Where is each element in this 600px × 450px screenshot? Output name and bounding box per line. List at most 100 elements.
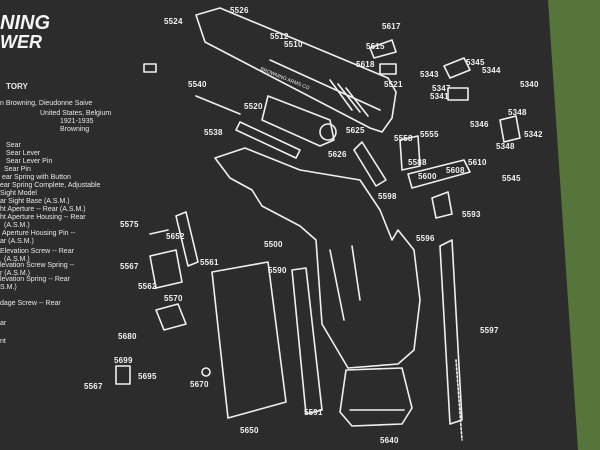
legend-item: levation Spring -- Rear — [0, 276, 71, 283]
mainspring-rod — [439, 239, 463, 425]
part-5562 — [149, 249, 183, 289]
part-label-5562: 5562 — [138, 282, 157, 291]
legend-item: r (A.S.M.) — [0, 270, 30, 277]
legend-item: ht Aperture Housing -- Rear — [0, 214, 86, 221]
part-5618 — [379, 63, 397, 75]
part-5570 — [155, 303, 187, 331]
legend-item: (A.S.M.) — [4, 256, 30, 263]
legend-item: ht Aperture -- Rear (A.S.M.) — [0, 206, 86, 213]
part-label-5520: 5520 — [244, 102, 263, 111]
legend-item: levation Screw Spring -- — [0, 262, 75, 269]
part-label-5341: 5341 — [430, 92, 449, 101]
part-label-5699: 5699 — [114, 356, 133, 365]
part-label-5567: 5567 — [120, 262, 139, 271]
part-5670 — [201, 367, 211, 377]
legend-item: Elevation Screw -- Rear — [0, 248, 74, 255]
part-label-5626: 5626 — [328, 150, 347, 159]
part-label-5348: 5348 — [496, 142, 515, 151]
legend-item: ar Sight Base (A.S.M.) — [0, 198, 70, 205]
history-years: 1921-1935 — [60, 118, 94, 125]
part-label-5512: 5512 — [270, 32, 289, 41]
legend-item: (A.S.M.) — [4, 222, 30, 229]
grip-panel-left — [211, 261, 287, 419]
part-label-5695: 5695 — [138, 372, 157, 381]
legend-item: Sear Pin — [4, 166, 31, 173]
part-label-5625: 5625 — [346, 126, 365, 135]
part-label-5524: 5524 — [164, 17, 183, 26]
part-label-5618: 5618 — [356, 60, 375, 69]
part-label-5598: 5598 — [378, 192, 397, 201]
magazine-drawing — [339, 367, 413, 427]
part-label-5555: 5555 — [420, 130, 439, 139]
history-maker: Browning — [60, 126, 90, 133]
part-label-5615: 5615 — [366, 42, 385, 51]
part-5558 — [399, 135, 421, 171]
part-label-5640: 5640 — [380, 436, 399, 445]
mat-surface — [0, 0, 578, 450]
legend-item: nt — [0, 338, 6, 345]
part-5348 — [499, 115, 521, 143]
part-label-5500: 5500 — [264, 240, 283, 249]
part-5695 — [115, 365, 131, 385]
part-label-5600: 5600 — [418, 172, 437, 181]
legend-item: Sear — [6, 142, 21, 149]
part-label-5343: 5343 — [420, 70, 439, 79]
part-label-5596: 5596 — [416, 234, 435, 243]
part-label-5570: 5570 — [164, 294, 183, 303]
part-5600 — [407, 159, 471, 189]
part-5598 — [353, 141, 387, 187]
legend-item: ar (A.S.M.) — [0, 238, 34, 245]
part-5347 — [447, 87, 469, 101]
part-label-5345: 5345 — [466, 58, 485, 67]
part-5524 — [143, 63, 157, 73]
part-label-5652: 5652 — [166, 232, 185, 241]
grip-panel-right — [291, 267, 323, 415]
legend-item: dage Screw -- Rear — [0, 300, 61, 307]
recoil-guide-drawing — [235, 121, 301, 159]
part-label-5545: 5545 — [502, 174, 521, 183]
part-5615 — [369, 39, 397, 59]
part-label-5567: 5567 — [84, 382, 103, 391]
frame-drawing — [214, 147, 421, 369]
part-label-5597: 5597 — [480, 326, 499, 335]
part-label-5346: 5346 — [470, 120, 489, 129]
frame-grip-lines — [329, 245, 361, 321]
part-label-5591: 5591 — [304, 408, 323, 417]
history-credit: n Browning, Dieudonne Saive — [0, 100, 93, 107]
legend-item: Sear Lever Pin — [6, 158, 53, 165]
part-label-5510: 5510 — [284, 40, 303, 49]
part-5593 — [431, 191, 453, 219]
mainspring-coil — [455, 359, 463, 441]
legend-item: ear Spring with Button — [2, 174, 71, 181]
barrel-muzzle — [319, 123, 337, 141]
part-label-5521: 5521 — [384, 80, 403, 89]
legend-item: S.M.) — [0, 284, 17, 291]
part-5345 — [443, 57, 471, 79]
part-label-5342: 5342 — [524, 130, 543, 139]
part-label-5590: 5590 — [268, 266, 287, 275]
legend-item: Sight Model — [0, 190, 37, 197]
mat-title-line2: WER — [0, 32, 42, 52]
legend-item: Sear Lever — [6, 150, 41, 157]
part-label-5538: 5538 — [204, 128, 223, 137]
history-heading: TORY — [6, 82, 28, 91]
slide-drawing — [195, 7, 397, 133]
part-label-5670: 5670 — [190, 380, 209, 389]
part-label-5680: 5680 — [118, 332, 137, 341]
slide-serrations — [329, 79, 369, 117]
part-label-5575: 5575 — [120, 220, 139, 229]
part-label-5561: 5561 — [200, 258, 219, 267]
mat-title-line1: NING — [0, 12, 50, 34]
legend-item: ar — [0, 320, 7, 327]
legend-item: ear Spring Complete, Adjustable — [0, 182, 101, 189]
part-label-5650: 5650 — [240, 426, 259, 435]
part-5575 — [149, 229, 169, 235]
part-label-5558: 5558 — [394, 134, 413, 143]
part-label-5588: 5588 — [408, 158, 427, 167]
slide-detail-line — [269, 59, 381, 111]
part-5652 — [175, 211, 199, 267]
part-label-5617: 5617 — [382, 22, 401, 31]
barrel-drawing — [261, 95, 335, 147]
